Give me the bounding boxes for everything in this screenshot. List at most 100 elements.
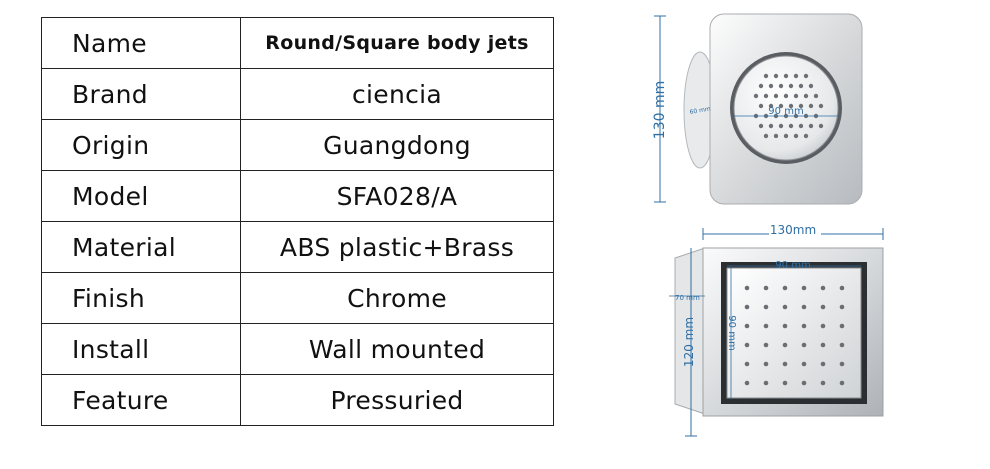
jet-hole xyxy=(793,93,799,99)
jet-hole xyxy=(783,93,789,99)
spec-label-brand: Brand xyxy=(41,68,241,120)
jet-hole xyxy=(839,380,845,386)
jet-hole xyxy=(744,380,750,386)
jet-hole xyxy=(763,323,769,329)
jet-hole xyxy=(763,93,769,99)
table-row: Model SFA028/A xyxy=(41,170,554,222)
square-depth-dimension: 70 mm xyxy=(675,294,700,302)
jet-hole xyxy=(803,93,809,99)
jet-hole xyxy=(818,123,824,129)
jet-hole xyxy=(763,361,769,367)
spec-label-material: Material xyxy=(41,221,241,273)
jet-holes xyxy=(753,73,824,139)
table-row: Feature Pressuried xyxy=(41,374,554,426)
spec-label-finish: Finish xyxy=(41,272,241,324)
jet-hole xyxy=(782,285,788,291)
jet-hole xyxy=(778,123,784,129)
jet-hole xyxy=(813,93,819,99)
square-width-dimension: 130mm xyxy=(770,223,816,237)
jet-hole xyxy=(803,73,809,79)
jet-hole xyxy=(788,83,794,89)
jet-hole xyxy=(820,342,826,348)
table-row: Origin Guangdong xyxy=(41,119,554,171)
jet-hole xyxy=(783,133,789,139)
jet-hole xyxy=(818,103,824,109)
jet-hole xyxy=(801,323,807,329)
jet-hole xyxy=(782,361,788,367)
jet-hole xyxy=(839,285,845,291)
jet-hole xyxy=(744,323,750,329)
jet-hole xyxy=(783,73,789,79)
spec-label-origin: Origin xyxy=(41,119,241,171)
square-inner-width-dimension: 90 mm xyxy=(775,260,810,271)
table-row: Brand ciencia xyxy=(41,68,554,120)
spec-label-model: Model xyxy=(41,170,241,222)
jet-hole xyxy=(798,103,804,109)
spec-value-feature: Pressuried xyxy=(240,374,554,426)
jet-hole xyxy=(763,342,769,348)
spec-value-brand: ciencia xyxy=(240,68,554,120)
jet-hole xyxy=(763,285,769,291)
spec-value-name: Round/Square body jets xyxy=(240,17,554,69)
jet-hole xyxy=(758,123,764,129)
jet-hole xyxy=(801,380,807,386)
jet-hole xyxy=(808,83,814,89)
jet-hole xyxy=(758,103,764,109)
spec-value-material: ABS plastic+Brass xyxy=(240,221,554,273)
jet-hole xyxy=(839,323,845,329)
jet-hole xyxy=(788,123,794,129)
jet-hole xyxy=(820,323,826,329)
jet-hole xyxy=(782,304,788,310)
round-body-jet-image: 130 mm 60 mm 90 mm xyxy=(652,13,863,205)
square-body-jet-image: 130mm 90 mm 70 mm 120 mm 90 mm xyxy=(669,223,884,437)
jet-hole xyxy=(753,93,759,99)
spec-value-install: Wall mounted xyxy=(240,323,554,375)
jet-hole xyxy=(782,323,788,329)
spec-table: Name Round/Square body jets Brand cienci… xyxy=(41,17,554,426)
jet-hole xyxy=(768,123,774,129)
spec-value-model: SFA028/A xyxy=(240,170,554,222)
jet-hole xyxy=(763,304,769,310)
jet-hole xyxy=(839,342,845,348)
jet-hole xyxy=(803,133,809,139)
jet-hole xyxy=(801,361,807,367)
round-diameter-dimension: 90 mm xyxy=(768,106,803,117)
jet-hole xyxy=(808,123,814,129)
spec-value-origin: Guangdong xyxy=(240,119,554,171)
jet-hole xyxy=(798,83,804,89)
jet-hole xyxy=(744,342,750,348)
table-row: Material ABS plastic+Brass xyxy=(41,221,554,273)
jet-hole xyxy=(773,73,779,79)
jet-hole xyxy=(763,133,769,139)
spec-label-name: Name xyxy=(41,17,241,69)
jet-hole xyxy=(778,83,784,89)
jet-hole xyxy=(768,103,774,109)
jet-holes xyxy=(744,285,845,386)
table-row: Finish Chrome xyxy=(41,272,554,324)
jet-hole xyxy=(768,83,774,89)
jet-hole xyxy=(763,73,769,79)
jet-hole xyxy=(820,304,826,310)
jet-hole xyxy=(778,103,784,109)
jet-hole xyxy=(773,93,779,99)
jet-hole xyxy=(801,342,807,348)
jet-hole xyxy=(763,380,769,386)
table-row: Install Wall mounted xyxy=(41,323,554,375)
round-height-dimension: 130 mm xyxy=(652,81,668,139)
square-height-dimension: 120 mm xyxy=(682,317,696,367)
jet-hole xyxy=(839,361,845,367)
jet-hole xyxy=(788,103,794,109)
jet-hole xyxy=(820,361,826,367)
round-depth-dimension: 60 mm xyxy=(689,105,711,116)
jet-hole xyxy=(808,103,814,109)
jet-hole xyxy=(744,304,750,310)
jet-hole xyxy=(793,133,799,139)
jet-hole xyxy=(773,133,779,139)
jet-hole xyxy=(820,285,826,291)
jet-hole xyxy=(793,73,799,79)
jet-hole xyxy=(782,342,788,348)
spec-value-finish: Chrome xyxy=(240,272,554,324)
spec-label-feature: Feature xyxy=(41,374,241,426)
jet-hole xyxy=(820,380,826,386)
jet-hole xyxy=(798,123,804,129)
